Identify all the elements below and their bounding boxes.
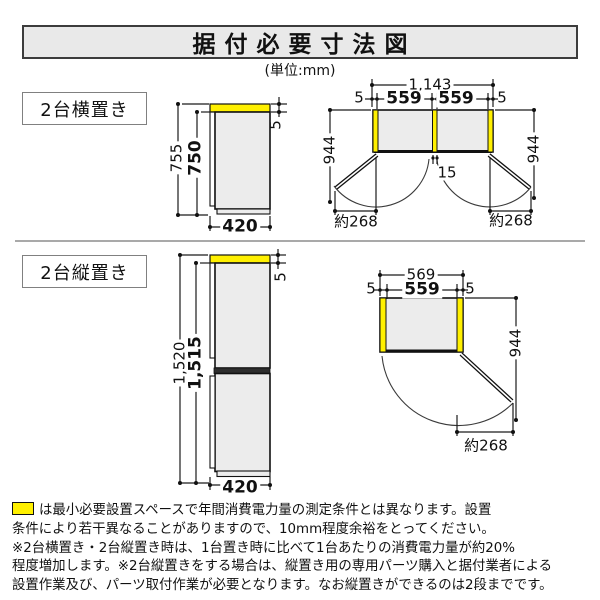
clearance-strip bbox=[209, 103, 271, 113]
clearance-strip-right bbox=[487, 109, 494, 153]
dimension-lines bbox=[374, 270, 518, 436]
note-line-4: 程度増加します。※2台縦置きをする場合は、縦置き用の専用パーツ購入と据付業者によ… bbox=[12, 559, 552, 575]
minimum-space-swatch-icon bbox=[12, 502, 34, 515]
dim-top-clearance: 5 bbox=[266, 120, 285, 130]
section-horizontal-label: 2台横置き bbox=[40, 99, 129, 121]
vertical-side-view-diagram bbox=[178, 249, 286, 490]
dim-door-swing: 約268 bbox=[464, 436, 508, 455]
dim-total-width: 569 bbox=[404, 265, 438, 284]
section-vertical-label-box: 2台縦置き bbox=[22, 255, 147, 288]
dimension-lines bbox=[178, 249, 286, 490]
door-swing-arc-left bbox=[333, 158, 430, 208]
clearance-strip-left bbox=[372, 109, 379, 153]
note-line-3: ※2台横置き・2台縦置き時は、1台置き時に比べて1台あたりの消費電力量が約20% bbox=[12, 540, 516, 556]
dim-width: 420 bbox=[220, 216, 260, 237]
clearance-strip-right bbox=[456, 297, 464, 353]
door-swing-arc bbox=[381, 355, 514, 426]
dim-total-width: 1,143 bbox=[406, 75, 454, 94]
open-door bbox=[381, 352, 514, 426]
open-doors bbox=[333, 153, 532, 208]
dim-unit1-width: 559 bbox=[384, 88, 424, 109]
section-divider bbox=[15, 240, 585, 242]
lower-door-panel bbox=[209, 375, 216, 469]
dim-body-height: 1,515 bbox=[185, 334, 206, 392]
dim-door-swing-left: 約268 bbox=[334, 212, 378, 231]
section-horizontal-label-box: 2台横置き bbox=[22, 92, 147, 125]
title-bar: 据付必要寸法図 bbox=[22, 25, 578, 59]
dim-right-clearance: 5 bbox=[497, 88, 507, 107]
clearance-strip-center bbox=[432, 109, 438, 153]
clearance-strip-left bbox=[379, 297, 387, 353]
clearance-strip bbox=[209, 254, 271, 264]
dim-depth: 944 bbox=[506, 326, 525, 360]
unit-base bbox=[216, 470, 271, 478]
unit-note: (単位:mm) bbox=[264, 63, 336, 79]
dim-width: 420 bbox=[220, 477, 260, 498]
unit-base bbox=[216, 208, 271, 215]
upper-unit-body bbox=[214, 262, 271, 369]
dim-body-height: 750 bbox=[185, 138, 206, 178]
page-title: 据付必要寸法図 bbox=[192, 32, 417, 58]
dim-top-clearance: 5 bbox=[271, 272, 290, 282]
note-line-5: 設置作業及び、パーツ取付作業が必要となります。なお縦置きができるのは2段までです… bbox=[12, 578, 553, 594]
section-vertical-label: 2台縦置き bbox=[40, 262, 129, 284]
note-line-1-text: は最小必要設置スペースで年間消費電力量の測定条件とは異なります。設置 bbox=[39, 503, 492, 518]
footnotes: は最小必要設置スペースで年間消費電力量の測定条件とは異なります。設置 条件により… bbox=[12, 502, 592, 596]
dim-left-clearance: 5 bbox=[366, 279, 376, 298]
dim-total-height: 755 bbox=[167, 141, 186, 175]
note-line-1: は最小必要設置スペースで年間消費電力量の測定条件とは異なります。設置 bbox=[12, 502, 592, 521]
dim-unit2-width: 559 bbox=[436, 88, 476, 109]
lower-unit-body bbox=[214, 372, 271, 473]
horizontal-side-view-diagram bbox=[176, 97, 287, 231]
vertical-top-view-diagram bbox=[374, 270, 518, 436]
dim-door-swing-right: 約268 bbox=[489, 211, 533, 230]
dim-right-clearance: 5 bbox=[465, 279, 475, 298]
dim-center-gap: 15 bbox=[435, 163, 459, 182]
dim-depth-right: 944 bbox=[524, 132, 543, 166]
unit-body bbox=[214, 111, 271, 210]
dim-unit-width: 559 bbox=[402, 279, 442, 300]
stack-joint bbox=[213, 367, 271, 374]
unit-footprint bbox=[379, 297, 464, 353]
dim-depth-left: 944 bbox=[320, 133, 339, 167]
dim-left-clearance: 5 bbox=[354, 88, 364, 107]
note-line-2: 条件により若干異なることがありますので、10mm程度余裕をとってください。 bbox=[12, 521, 495, 537]
